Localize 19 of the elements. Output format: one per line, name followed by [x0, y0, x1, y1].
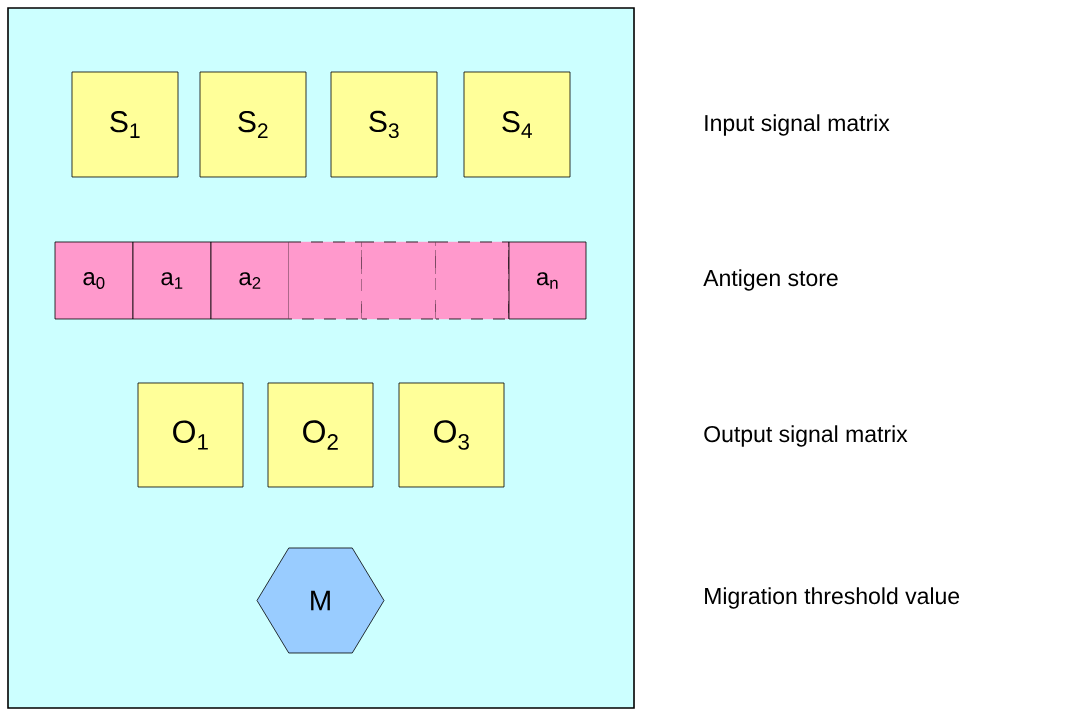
- antigen-cell: [288, 241, 363, 320]
- antigen-cell: a$_{2}$: [210, 241, 290, 320]
- antigen-cell: a$_{1}$: [132, 241, 212, 320]
- signal-box: S$_{1}$: [71, 71, 179, 178]
- antigen-cell: [435, 241, 510, 320]
- antigen-cell: [361, 241, 437, 320]
- signal-box: S$_{4}$: [463, 71, 571, 178]
- row-label: Migration threshold value: [705, 587, 960, 609]
- threshold-hexagon: M: [256, 547, 385, 654]
- antigen-cell: a$_{0}$: [54, 241, 134, 320]
- signal-box: O$_{3}$: [398, 382, 505, 488]
- row-label: Antigen store: [703, 269, 838, 291]
- antigen-cell: a$_{n}$: [508, 241, 587, 320]
- row-label: Input signal matrix: [705, 114, 890, 136]
- signal-box: S$_{2}$: [199, 71, 307, 178]
- signal-box: S$_{3}$: [330, 71, 438, 178]
- signal-box: O$_{1}$: [137, 382, 244, 488]
- signal-box: O$_{2}$: [267, 382, 374, 488]
- row-label: Output signal matrix: [704, 425, 908, 447]
